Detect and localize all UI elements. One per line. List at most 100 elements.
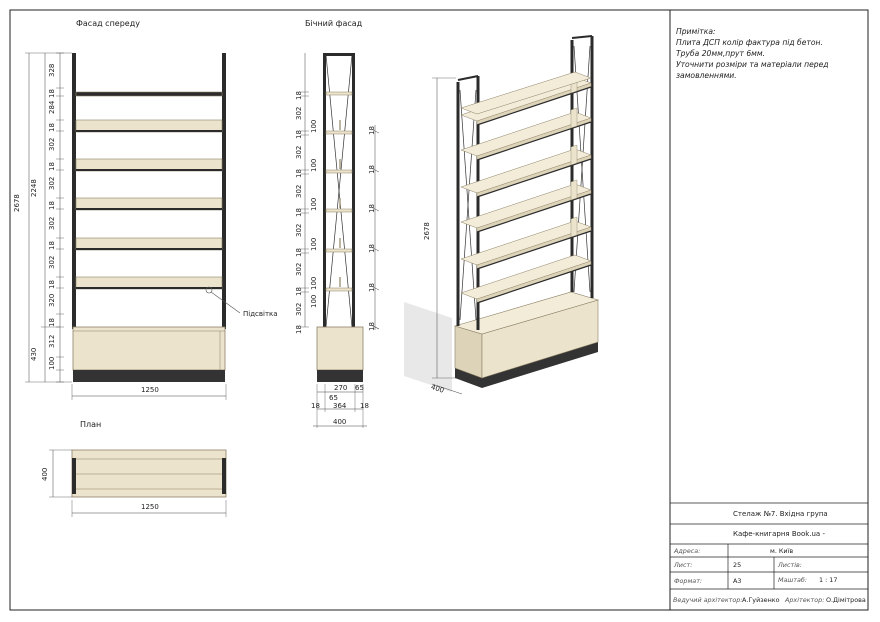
address-label: Адреса:	[674, 547, 701, 555]
sheet-label: Лист:	[674, 561, 693, 569]
side-left-dim-label: 18	[295, 169, 303, 178]
front-dim-label: 18	[48, 279, 56, 289]
title-item: Стелаж №7. Вхідна група	[733, 510, 828, 518]
side-inner-dim-label: 100	[310, 158, 318, 172]
side-left-dim-label: 18	[295, 130, 303, 139]
side-left-dim-label: 18	[295, 208, 303, 217]
iso-shelf-support	[570, 216, 578, 238]
scale-value: 1 : 17	[819, 576, 838, 584]
front-base-cabinet	[72, 326, 226, 371]
front-plinth	[73, 370, 225, 382]
front-dim-label: 18	[48, 161, 56, 171]
front-base-height-dim: 430	[30, 347, 38, 361]
iso-shelf-support	[570, 144, 578, 166]
side-shelf	[325, 208, 353, 213]
notes-block: Примітка: Плита ДСП колір фактура під бе…	[676, 26, 856, 81]
front-dim-label: 320	[48, 293, 56, 307]
side-elevation	[301, 53, 380, 428]
lighting-callout-label: Підсвітка	[243, 310, 278, 318]
lead-architect-value: А.Гуйзенко	[742, 596, 780, 604]
side-left-dim-label: 18	[295, 91, 303, 100]
notes-line-3: Уточнити розміри та матеріали перед замо…	[676, 60, 829, 80]
front-dim-label: 18	[48, 317, 56, 327]
side-shelf	[325, 169, 353, 174]
notes-heading: Примітка:	[676, 27, 716, 36]
side-view-title: Бічний фасад	[305, 19, 363, 28]
title-block-grid	[670, 502, 868, 590]
side-dim-18b: 18	[360, 402, 369, 410]
title-project: Кафе-книгарня Book.ua -	[733, 530, 825, 538]
front-right-post	[222, 53, 226, 329]
format-value: А3	[733, 577, 742, 585]
side-dim-364: 364	[333, 402, 347, 410]
front-dimension-chain	[56, 52, 64, 383]
plan-width-dim: 1250	[141, 503, 159, 511]
side-left-dim-label: 302	[295, 145, 303, 159]
front-dim-label: 312	[48, 334, 56, 348]
iso-shelf-top	[460, 71, 592, 115]
side-left-dim-label: 302	[295, 302, 303, 316]
notes-line-2: Труба 20мм,прут 6мм.	[676, 49, 766, 58]
iso-shelf-rail	[476, 121, 592, 161]
front-dim-label: 302	[48, 137, 56, 151]
front-dim-label: 284	[48, 100, 56, 114]
front-dim-label: 18	[48, 240, 56, 250]
side-shelves	[325, 91, 353, 292]
side-left-dim-label: 18	[295, 325, 303, 334]
side-back-post	[352, 53, 355, 329]
front-shelf	[75, 91, 223, 97]
scale-label: Маштаб:	[778, 576, 808, 584]
front-dim-label: 328	[48, 63, 56, 77]
sheets-label: Листів:	[778, 561, 802, 569]
iso-shelf-rail	[476, 264, 592, 304]
front-dim-label: 18	[48, 89, 56, 98]
front-left-post	[72, 53, 76, 329]
front-elevation	[25, 52, 241, 400]
front-shelf-rail	[76, 169, 222, 171]
format-label: Формат:	[674, 577, 703, 585]
side-right-dim-label: 18	[368, 165, 376, 174]
iso-shelf-rail	[476, 158, 592, 198]
front-dim-label: 100	[48, 356, 56, 370]
front-upper-height-dim: 2248	[30, 179, 38, 197]
side-shelf	[325, 91, 353, 96]
front-dim-label: 302	[48, 216, 56, 230]
side-inner-dim-label: 100	[310, 237, 318, 251]
side-plinth	[317, 370, 363, 382]
front-dim-label: 18	[48, 200, 56, 210]
lead-architect-label: Ведучий архітектор:	[673, 596, 743, 604]
plan-right-post	[222, 458, 226, 494]
side-front-post	[323, 53, 326, 329]
sheet-value: 25	[733, 561, 742, 569]
side-right-dim-label: 18	[368, 322, 376, 331]
side-dim-400: 400	[333, 418, 347, 426]
iso-shelves	[460, 71, 592, 304]
side-right-dim-label: 18	[368, 204, 376, 213]
side-right-dim-label: 18	[368, 126, 376, 135]
front-shelf-rail	[76, 130, 222, 132]
side-right-dim-label: 18	[368, 283, 376, 292]
iso-shelf-rail	[476, 230, 592, 270]
side-shelf	[325, 248, 353, 253]
front-shelves	[75, 91, 223, 290]
side-left-dim-label: 302	[295, 106, 303, 120]
iso-plinth	[455, 342, 598, 388]
architect-value: О.Дімітрова	[826, 596, 866, 604]
side-inner-dim-label: 100	[310, 294, 318, 308]
iso-shadow	[404, 302, 452, 392]
architect-label: Архітектор:	[785, 596, 825, 604]
callout-leader	[210, 291, 241, 314]
notes-line-1: Плита ДСП колір фактура під бетон.	[676, 38, 823, 47]
iso-shelf-rail	[476, 193, 592, 233]
front-total-height-dim: 2678	[13, 194, 21, 212]
side-left-dim-label: 302	[295, 223, 303, 237]
side-dim-270: 270	[334, 384, 348, 392]
plan-top	[71, 449, 227, 498]
iso-height-dim: 2678	[423, 222, 431, 240]
side-dim-18a: 18	[311, 402, 320, 410]
side-shelf	[325, 130, 353, 135]
side-left-dim-label: 302	[295, 262, 303, 276]
side-dim-65a: 65	[329, 394, 338, 402]
front-width-dim: 1250	[141, 386, 159, 394]
